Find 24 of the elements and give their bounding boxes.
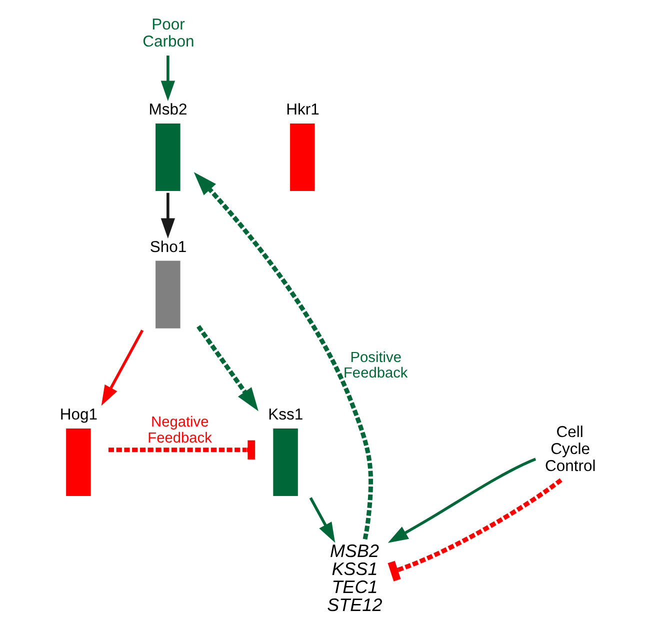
arrow xyxy=(160,56,175,102)
arrow xyxy=(387,458,536,543)
edge-label: Positive Feedback xyxy=(343,350,408,382)
arrow xyxy=(193,172,373,540)
node-box xyxy=(66,428,90,496)
node-box xyxy=(155,260,180,328)
node-box xyxy=(272,428,298,496)
node-label: Msb2 xyxy=(148,102,187,119)
node-text: Cell Cycle Control xyxy=(544,424,596,475)
node-text: Poor Carbon xyxy=(142,16,194,51)
connector xyxy=(387,478,562,582)
node-text: MSB2 KSS1 TEC1 STE12 xyxy=(326,541,382,616)
node-box xyxy=(155,123,180,191)
arrow xyxy=(160,192,175,239)
arrow xyxy=(100,330,144,406)
node-label: Hkr1 xyxy=(286,102,319,119)
arrow xyxy=(308,497,335,543)
node-label: Kss1 xyxy=(268,406,303,424)
node-label: Hog1 xyxy=(59,406,98,424)
connector xyxy=(108,440,255,460)
arrow xyxy=(196,325,258,412)
edge-label: Negative Feedback xyxy=(147,414,212,446)
node-label: Sho1 xyxy=(149,239,186,256)
node-box xyxy=(290,123,314,191)
